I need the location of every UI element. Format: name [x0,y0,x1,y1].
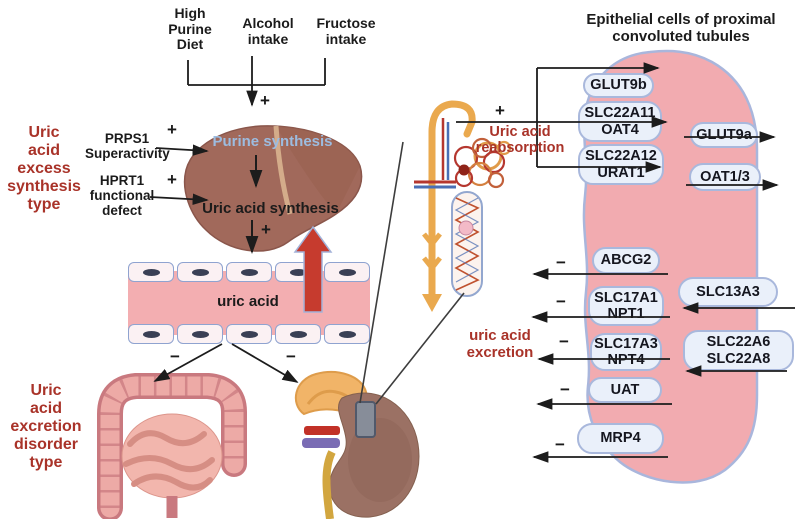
cell-title: Epithelial cells of proximal convoluted … [586,11,776,45]
liver-icon [183,125,363,252]
input-bracket [187,56,326,107]
cell-nucleus [142,330,160,338]
transporter-pill-slc17a3-npt4: SLC17A3 NPT4 [590,333,662,371]
transporter-pill-mrp4: MRP4 [577,423,664,454]
minus-sign: − [559,332,569,351]
cell-nucleus [338,268,356,276]
transporter-pill-slc22a12-urat1: SLC22A12 URAT1 [578,144,664,185]
cell-nucleus [289,330,307,338]
endothelial-cell [275,324,321,344]
endothelial-cell [324,324,370,344]
transporter-label: UAT [610,381,640,398]
purine-synthesis-label: Purine synthesis [212,133,333,150]
to-kidney-arrow [231,343,299,383]
transporter-label: MRP4 [600,430,641,447]
transporter-label: GLUT9a [696,126,752,143]
transporter-label: ABCG2 [600,252,652,269]
prps1-label: PRPS1 Superactivity [85,131,170,162]
excess-synthesis-type-label: Uric acid excess synthesis type [7,124,81,213]
endothelial-cell [128,324,174,344]
endothelial-cell [128,262,174,282]
cell-nucleus [240,330,258,338]
excretion-label: uric acid excretion [466,327,534,361]
transporter-label: SLC17A1 NPT1 [594,289,658,322]
transporter-label: GLUT9b [590,77,647,94]
endothelial-cell [177,324,223,344]
minus-sign: − [560,380,570,399]
minus-sign: − [286,347,296,366]
cell-nucleus [240,268,258,276]
plus-sign: + [495,101,505,120]
excretion-disorder-type-label: Uric acid excretion disorder type [10,382,82,471]
minus-sign: − [555,435,565,454]
prps1-arrow [155,144,209,156]
plus-sign: + [167,120,177,139]
transporter-pill-glut9a: GLUT9a [690,122,758,148]
minus-sign: − [556,292,566,311]
transporter-label: SLC13A3 [696,283,760,300]
cell-nucleus [142,268,160,276]
hprt1-label: HPRT1 functional defect [89,173,155,219]
cell-nucleus [338,330,356,338]
intestine-icon [97,373,247,519]
hprt1-arrow [149,193,209,205]
plus-sign: + [261,220,271,239]
endothelial-cell [324,262,370,282]
endothelial-cell [177,262,223,282]
input-fructose-intake: Fructose intake [316,15,376,47]
transporter-pill-oat1-3: OAT1/3 [689,163,761,191]
cell-nucleus [289,268,307,276]
minus-sign: − [556,253,566,272]
cell-nucleus [191,330,209,338]
input-high-purine-diet: High Purine Diet [168,5,212,53]
transporter-label: SLC22A11 OAT4 [584,105,656,138]
zoom-connector-line [359,141,404,404]
transporter-label: SLC22A6 SLC22A8 [706,334,771,367]
transporter-label: SLC22A12 URAT1 [585,148,657,181]
kidney-zoom-marker [355,401,376,438]
transporter-label: OAT1/3 [700,168,750,185]
uric-acid-increase-arrow [293,225,333,313]
cell-nucleus [191,268,209,276]
input-alcohol-intake: Alcohol intake [242,15,294,47]
transporter-pill-abcg2: ABCG2 [592,247,660,274]
zoom-connector-line [375,292,465,405]
transporter-pill-glut9b: GLUT9b [583,73,654,98]
plus-sign: + [260,91,270,110]
transporter-pill-slc13a3: SLC13A3 [678,277,778,307]
to-intestine-arrow [153,343,223,382]
transporter-pill-slc22a6-slc22a8: SLC22A6 SLC22A8 [683,330,794,371]
endothelial-cell [226,324,272,344]
minus-sign: − [170,347,180,366]
transporter-pill-uat: UAT [588,377,662,403]
uric-acid-synthesis-label: Uric acid synthesis [202,200,339,217]
nephron-icon [414,100,512,312]
kidney-icon [295,371,420,519]
plus-sign: + [167,170,177,189]
transporter-pill-slc17a1-npt1: SLC17A1 NPT1 [588,286,664,326]
reabsorption-bracket [456,62,668,173]
endothelial-cell [226,262,272,282]
reabsorption-label: Uric acid reabsorption [475,124,565,157]
vessel-uric-acid-label: uric acid [217,293,279,310]
transporter-label: SLC17A3 NPT4 [594,335,658,368]
